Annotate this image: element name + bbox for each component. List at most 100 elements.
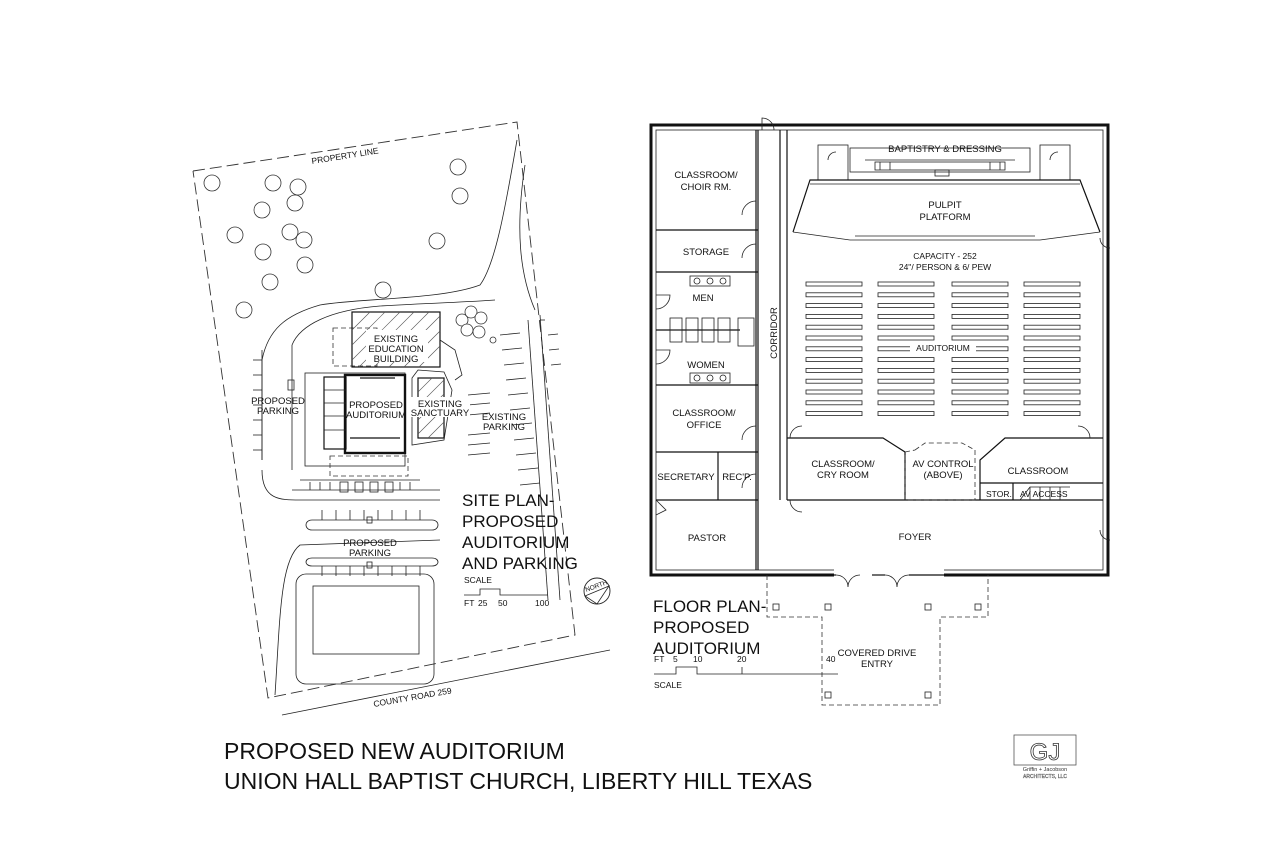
pew <box>805 303 863 309</box>
room-pastor: PASTOR <box>688 533 726 544</box>
site-scale-label: SCALE <box>464 575 492 585</box>
site-scale-tick-100: 100 <box>535 598 549 608</box>
pews <box>805 281 1081 417</box>
covered-drive-label-1: COVERED DRIVE <box>838 648 917 659</box>
pew <box>877 303 935 309</box>
site-proposed-auditorium-label-2: AUDITORIUM <box>346 410 406 421</box>
capacity-label-1: CAPACITY - 252 <box>913 251 977 261</box>
pew <box>805 324 863 330</box>
proposed-parking-left-label-2: PARKING <box>257 406 299 417</box>
restroom-fixtures <box>655 275 755 384</box>
room-classroom-choir-2: CHOIR RM. <box>681 182 732 193</box>
site-plan-title-4: AND PARKING <box>462 554 578 573</box>
pew <box>1023 281 1081 287</box>
site-scale: SCALE FT 25 50 100 <box>464 575 549 608</box>
pew <box>1023 357 1081 363</box>
main-title-line1: PROPOSED NEW AUDITORIUM <box>224 738 565 764</box>
floor-scale-tick-20: 20 <box>737 654 747 664</box>
pew <box>1023 411 1081 417</box>
site-proposed-auditorium-label-1: PROPOSED <box>349 400 403 411</box>
pew <box>951 335 1009 341</box>
pew <box>877 367 935 373</box>
driveway <box>261 139 518 361</box>
proposed-parking-bottom-label-2: PARKING <box>349 548 391 559</box>
pew <box>951 389 1009 395</box>
pew <box>951 400 1009 406</box>
room-classroom-office-1: CLASSROOM/ <box>672 408 736 419</box>
main-title-line2: UNION HALL BAPTIST CHURCH, LIBERTY HILL … <box>224 768 812 794</box>
room-corridor: CORRIDOR <box>769 307 780 359</box>
site-scale-tick-50: 50 <box>498 598 508 608</box>
room-classroom-choir-1: CLASSROOM/ <box>674 170 738 181</box>
floor-plan-title-1: FLOOR PLAN- <box>653 597 766 616</box>
existing-education-building <box>351 311 441 368</box>
entry-markings <box>300 479 420 493</box>
existing-sanctuary-label-2: SANCTUARY <box>411 408 470 419</box>
property-line <box>192 121 576 699</box>
parking-stalls-right <box>467 319 562 486</box>
site-plan: PROPERTY LINE <box>192 121 611 716</box>
capacity-label-2: 24"/ PERSON & 6/ PEW <box>899 262 991 272</box>
pew <box>877 389 935 395</box>
pew <box>951 292 1009 298</box>
room-classroom: CLASSROOM <box>1008 466 1069 477</box>
pew <box>951 313 1009 319</box>
floor-scale: FT 5 10 20 40 SCALE <box>654 654 838 690</box>
pew <box>805 389 863 395</box>
floor-plan: CLASSROOM/ CHOIR RM. STORAGE MEN WOMEN C… <box>649 117 1111 706</box>
pew <box>877 313 935 319</box>
room-av-control-1: AV CONTROL <box>912 459 973 470</box>
front-doors <box>834 568 944 588</box>
pew <box>805 281 863 287</box>
pew <box>805 367 863 373</box>
parking-stalls-left <box>253 350 295 460</box>
room-secretary: SECRETARY <box>657 472 715 483</box>
trees <box>203 158 497 344</box>
existing-education-label-3: BUILDING <box>374 354 419 365</box>
pew <box>1023 303 1081 309</box>
existing-education-label-2: EDUCATION <box>368 344 423 355</box>
pew <box>1023 367 1081 373</box>
pew <box>1023 292 1081 298</box>
pew <box>805 400 863 406</box>
pew <box>877 324 935 330</box>
property-line-label: PROPERTY LINE <box>311 145 380 166</box>
floor-scale-label: SCALE <box>654 680 682 690</box>
site-plan-title-3: AUDITORIUM <box>462 533 569 552</box>
site-plan-title-1: SITE PLAN- <box>462 491 555 510</box>
floor-plan-title-3: AUDITORIUM <box>653 639 760 658</box>
logo-monogram: GJ <box>1030 739 1061 766</box>
pew <box>877 357 935 363</box>
room-classroom-cry-2: CRY ROOM <box>817 470 869 481</box>
pew <box>1023 400 1081 406</box>
pew <box>805 313 863 319</box>
room-av-control-2: (ABOVE) <box>923 470 962 481</box>
pew <box>951 324 1009 330</box>
pew <box>805 292 863 298</box>
north-arrow: NORTH <box>583 577 611 605</box>
room-baptistry: BAPTISTRY & DRESSING <box>888 144 1002 155</box>
pew <box>877 411 935 417</box>
floor-plan-title-2: PROPOSED <box>653 618 749 637</box>
room-pulpit-2: PLATFORM <box>919 212 970 223</box>
site-scale-ft: FT <box>464 598 474 608</box>
room-women: WOMEN <box>687 360 725 371</box>
existing-parking-label-1: EXISTING <box>482 412 526 423</box>
pew <box>805 335 863 341</box>
floor-scale-tick-40: 40 <box>826 654 836 664</box>
site-plan-title-2: PROPOSED <box>462 512 558 531</box>
education-building-outline <box>332 327 378 367</box>
proposed-parking-bottom-label-1: PROPOSED <box>343 538 397 549</box>
pew <box>877 281 935 287</box>
pew <box>877 335 935 341</box>
room-auditorium: AUDITORIUM <box>916 343 970 353</box>
pew <box>1023 389 1081 395</box>
existing-education-label-1: EXISTING <box>374 334 418 345</box>
covered-drive-entry <box>766 575 989 706</box>
logo-name: Griffin + Jacobson <box>1023 767 1067 773</box>
floor-scale-tick-10: 10 <box>693 654 703 664</box>
canopy-columns <box>772 603 982 699</box>
pew <box>951 411 1009 417</box>
room-pulpit-1: PULPIT <box>928 200 961 211</box>
pew <box>1023 335 1081 341</box>
